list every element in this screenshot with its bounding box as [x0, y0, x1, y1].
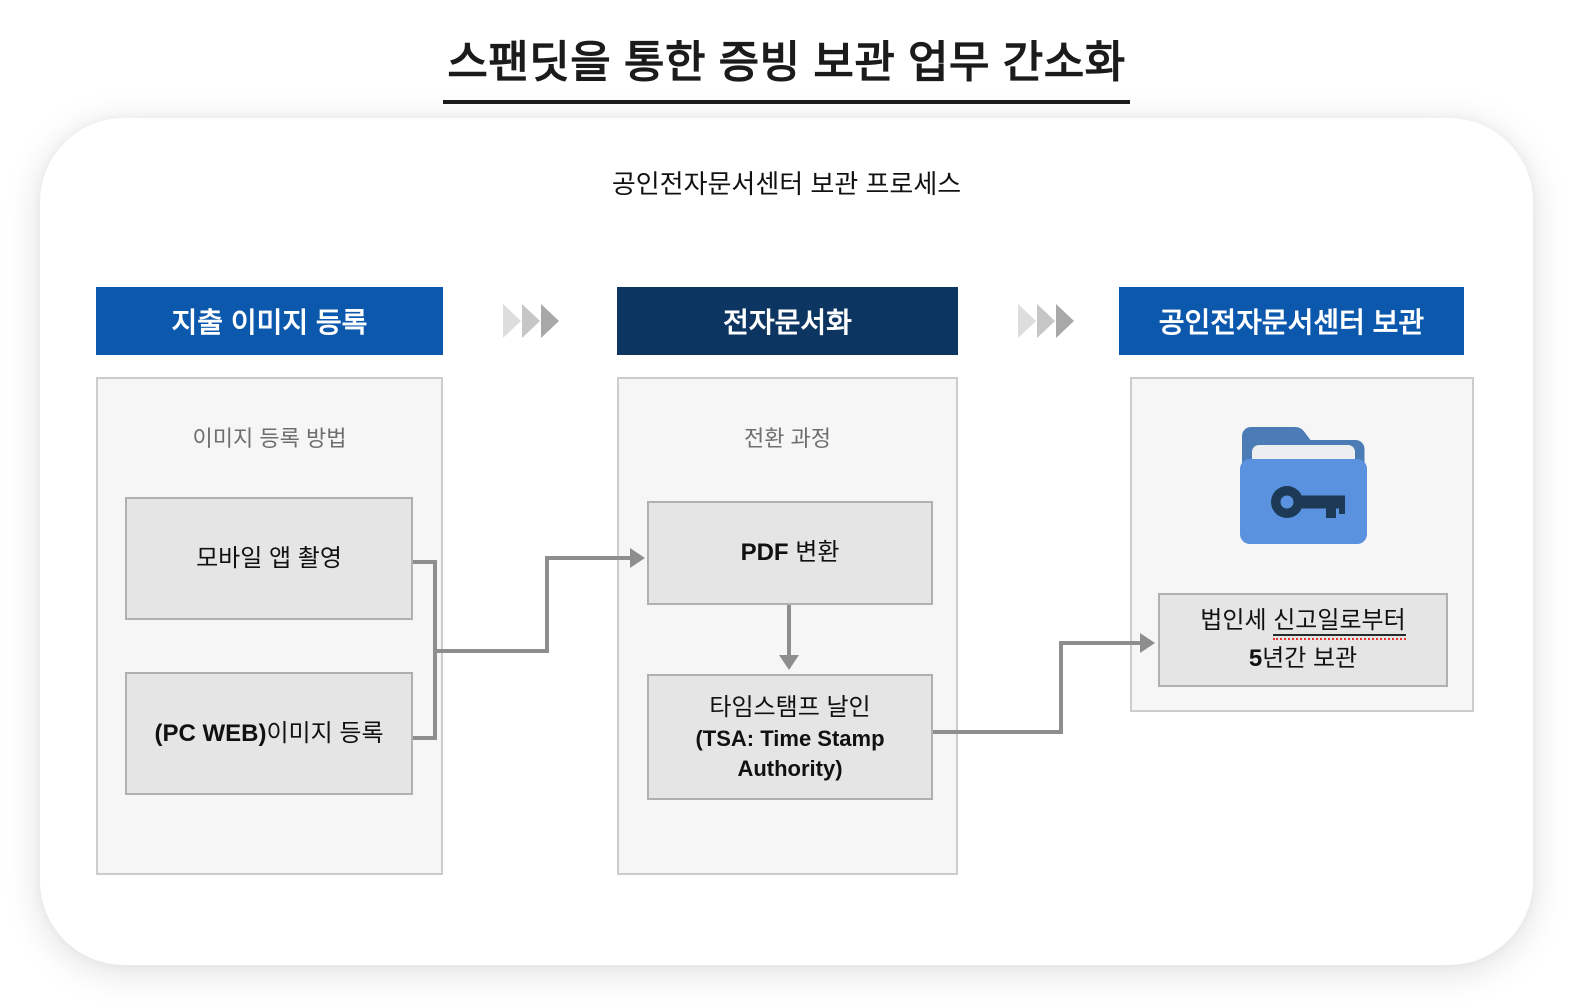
connector-mobile-out	[413, 560, 437, 564]
tsa-line2: (TSA: Time Stamp	[695, 726, 885, 752]
flow-chevrons-1	[503, 304, 560, 338]
flow-chevrons-2	[1018, 304, 1075, 338]
connector-pcweb-out	[413, 736, 437, 740]
connector-up-to-note	[1059, 641, 1063, 734]
node-retention-note: 법인세 신고일로부터 5년간 보관	[1158, 593, 1448, 687]
chevron-right-icon	[1056, 304, 1074, 338]
chevron-right-icon	[541, 304, 559, 338]
arrowhead-into-pdf	[630, 548, 645, 568]
tsa-line1: 타임스탬프 날인	[709, 693, 871, 721]
retention-rest: 년간 보관	[1262, 645, 1358, 672]
chevron-right-icon	[503, 304, 521, 338]
retention-prefix: 법인세	[1200, 606, 1274, 634]
connector-merge-horizontal	[433, 649, 549, 653]
chevron-right-icon	[522, 304, 540, 338]
header-expense-image-register: 지출 이미지 등록	[96, 287, 443, 355]
arrowhead-into-tsa	[779, 655, 799, 670]
page-title-wrap: 스팬딧을 통한 증빙 보관 업무 간소화	[0, 26, 1573, 104]
connector-into-pdf	[545, 556, 631, 560]
chevron-right-icon	[1018, 304, 1036, 338]
pdf-rest-text: 변환	[788, 539, 840, 567]
label-image-register-method: 이미지 등록 방법	[192, 426, 347, 451]
folder-key-icon	[1240, 427, 1367, 544]
key-glyph	[1271, 486, 1345, 518]
node-timestamp-seal: 타임스탬프 날인 (TSA: Time Stamp Authority)	[647, 674, 933, 800]
process-subtitle: 공인전자문서센터 보관 프로세스	[611, 169, 962, 199]
node-pcweb-image-register: (PC WEB)이미지 등록	[125, 672, 413, 795]
connector-tsa-out	[933, 730, 1063, 734]
connector-pdf-to-tsa	[787, 605, 791, 656]
node-pdf-conversion: PDF 변환	[647, 501, 933, 605]
connector-into-note	[1059, 641, 1141, 645]
pdf-bold-text: PDF	[740, 539, 789, 567]
tsa-line3: Authority)	[737, 755, 843, 781]
pcweb-bold-text: (PC WEB)	[154, 719, 267, 747]
connector-up-to-pdf	[545, 556, 549, 653]
retention-line1: 법인세 신고일로부터	[1200, 602, 1407, 640]
node-mobile-app-capture-text: 모바일 앱 촬영	[196, 544, 342, 572]
arrowhead-into-note	[1140, 633, 1155, 653]
header-electronic-document: 전자문서화	[617, 287, 958, 355]
retention-bold: 5	[1248, 645, 1263, 672]
node-mobile-app-capture: 모바일 앱 촬영	[125, 497, 413, 620]
node-pdf-conversion-text: PDF 변환	[741, 536, 840, 570]
process-card: 공인전자문서센터 보관 프로세스 지출 이미지 등록 전자문서화 공인전자문서센…	[40, 118, 1533, 965]
page-title: 스팬딧을 통한 증빙 보관 업무 간소화	[443, 26, 1130, 104]
retention-line2: 5년간 보관	[1249, 640, 1357, 678]
retention-underlined: 신고일로부터	[1273, 607, 1407, 640]
chevron-right-icon	[1037, 304, 1055, 338]
label-conversion-process: 전환 과정	[743, 426, 832, 451]
node-pcweb-image-register-text: (PC WEB)이미지 등록	[154, 717, 383, 751]
pcweb-rest-text: 이미지 등록	[266, 719, 384, 747]
header-certified-center-storage: 공인전자문서센터 보관	[1119, 287, 1464, 355]
